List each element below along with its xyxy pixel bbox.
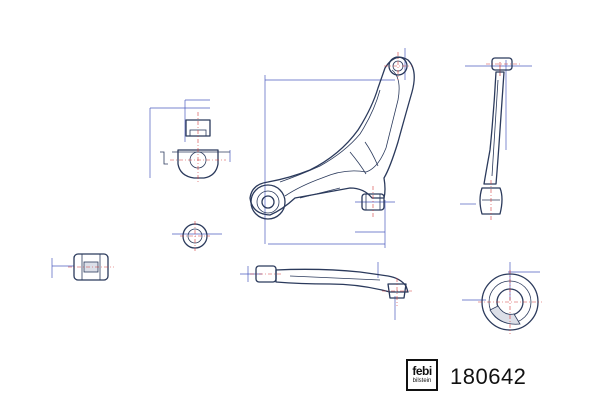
logo-sub-text: bilstein: [412, 378, 432, 384]
control-arm-side-view: [460, 57, 532, 222]
brand-logo: febi bilstein: [406, 359, 438, 391]
bushing-front-view: [172, 221, 222, 251]
control-arm-front-view: [240, 262, 412, 320]
ball-joint-side-view: [149, 99, 231, 182]
part-number: 180642: [450, 364, 527, 389]
bushing-side-view: [51, 253, 114, 281]
logo-main-text: febi: [412, 364, 432, 378]
bushing-detail-view: [462, 262, 542, 334]
control-arm-top-view: [249, 48, 415, 248]
